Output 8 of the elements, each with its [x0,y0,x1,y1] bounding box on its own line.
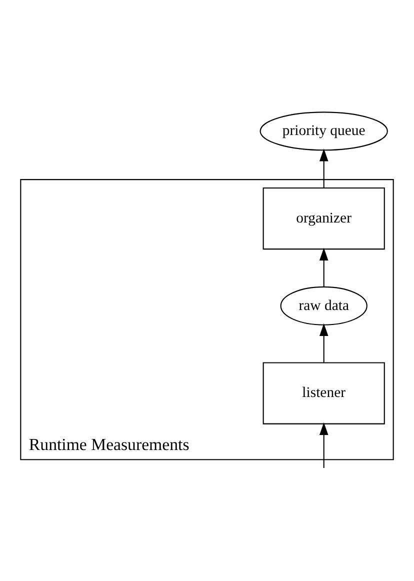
arrow [319,323,328,362]
node-ellipse: raw data [280,286,368,326]
arrow [319,148,328,188]
node-box: organizer [262,187,385,250]
arrow [319,422,328,468]
node-ellipse: priority queue [260,112,388,151]
arrow [319,248,328,287]
node-box: listener [262,362,385,424]
